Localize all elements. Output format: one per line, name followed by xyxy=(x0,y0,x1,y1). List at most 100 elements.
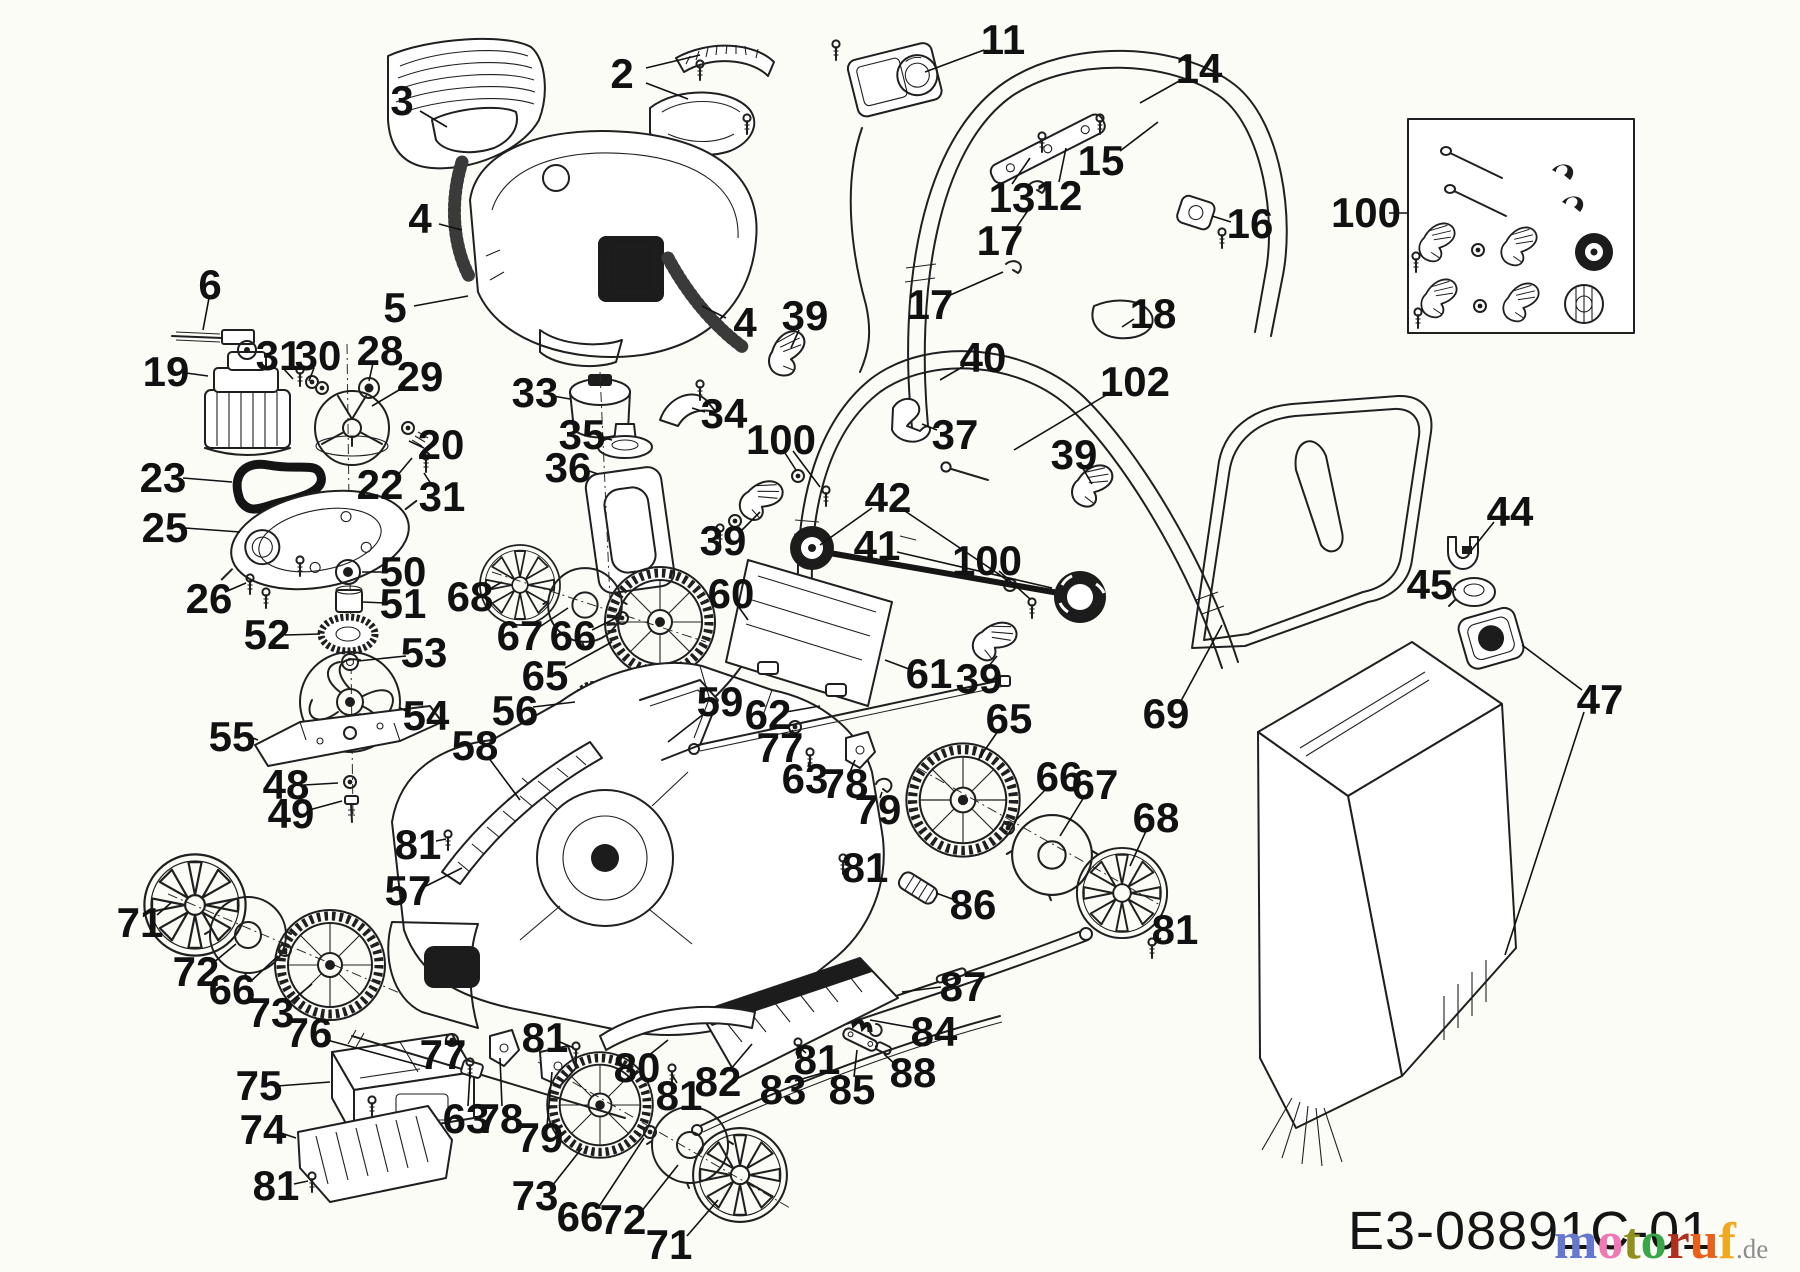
callout-65: 65 xyxy=(986,695,1033,742)
leader-line-55 xyxy=(249,736,259,741)
side-rail-58 xyxy=(441,741,603,885)
leader-line-2 xyxy=(645,82,689,100)
callout-26: 26 xyxy=(186,575,233,622)
cutting-blade xyxy=(254,705,443,767)
leader-line-85 xyxy=(853,1049,858,1078)
callout-13: 13 xyxy=(989,174,1036,221)
motor-washer xyxy=(315,381,329,395)
leader-line-62 xyxy=(785,705,821,713)
leader-line-11 xyxy=(924,49,985,73)
callout-69: 69 xyxy=(1143,690,1190,737)
callout-84: 84 xyxy=(911,1008,958,1055)
leader-line-82 xyxy=(729,1043,753,1071)
leader-line-42 xyxy=(819,507,873,546)
watermark-letter: u xyxy=(1689,1213,1719,1270)
wheel-disc-72 xyxy=(646,1106,734,1189)
nut-20 xyxy=(401,421,415,435)
leader-line-77 xyxy=(786,729,794,738)
callout-63: 63 xyxy=(782,755,829,802)
clip-44 xyxy=(1447,536,1479,570)
watermark-letter: o xyxy=(1640,1213,1667,1270)
cable-clamp-plate xyxy=(989,113,1106,185)
callout-67: 67 xyxy=(497,612,544,659)
leader-line-74 xyxy=(280,1132,297,1139)
callout-31: 31 xyxy=(256,332,303,379)
leader-line-86 xyxy=(935,892,956,901)
leader-line-22 xyxy=(395,457,413,478)
grass-bag-47 xyxy=(1257,641,1517,1167)
callout-39: 39 xyxy=(782,292,829,339)
leader-line-3 xyxy=(419,110,448,128)
leader-line-12 xyxy=(1058,147,1067,183)
hardware-kit-box xyxy=(1407,118,1635,334)
callout-55: 55 xyxy=(209,713,256,760)
leader-line-73 xyxy=(287,983,313,1005)
callout-39: 39 xyxy=(956,655,1003,702)
bag-window-47 xyxy=(1457,606,1525,670)
callout-102: 102 xyxy=(1100,358,1170,405)
leader-line-66 xyxy=(249,955,279,983)
leader-line-16 xyxy=(1211,215,1232,223)
callout-11: 11 xyxy=(981,16,1025,63)
mulch-insert-80 xyxy=(599,1005,756,1051)
bag-frame-69 xyxy=(1191,394,1433,649)
blade-bolt xyxy=(344,795,359,823)
callout-60: 60 xyxy=(708,570,755,617)
elbow-34 xyxy=(659,379,717,427)
quickfit-screw xyxy=(821,485,831,507)
screw-set-22 xyxy=(411,431,431,473)
leader-line-72 xyxy=(640,1164,679,1213)
callout-45: 45 xyxy=(1407,561,1454,608)
watermark-letter: t xyxy=(1623,1213,1641,1270)
callout-33: 33 xyxy=(512,369,559,416)
leader-line-61 xyxy=(884,659,910,670)
callout-66: 66 xyxy=(1036,753,1083,800)
leader-line-100 xyxy=(792,450,821,488)
callout-86: 86 xyxy=(950,881,997,928)
callout-54: 54 xyxy=(403,692,450,739)
spindle-nut-53 xyxy=(341,653,359,671)
callout-56: 56 xyxy=(492,687,539,734)
callout-44: 44 xyxy=(1487,488,1534,535)
upper-handlebar xyxy=(904,49,1288,429)
hood-cover xyxy=(387,37,546,170)
callout-49: 49 xyxy=(268,790,315,837)
callout-59: 59 xyxy=(697,678,744,725)
foam-strip-right xyxy=(661,251,751,355)
cable-clip xyxy=(1005,260,1022,274)
callout-81: 81 xyxy=(253,1162,300,1209)
leader-line-47 xyxy=(1521,644,1583,691)
callout-82: 82 xyxy=(695,1058,742,1105)
leader-line-81 xyxy=(672,1075,678,1084)
gearbox-plate xyxy=(220,489,418,609)
callout-61: 61 xyxy=(906,650,953,697)
spacer-51 xyxy=(335,585,363,613)
leader-line-17 xyxy=(947,271,1004,297)
cable-clip xyxy=(1029,180,1046,194)
callout-40: 40 xyxy=(960,334,1007,381)
callout-14: 14 xyxy=(1176,45,1223,92)
hinge-bracket-78 xyxy=(845,731,876,769)
switch-screw xyxy=(831,39,841,61)
leader-line-76 xyxy=(326,1039,431,1069)
electric-motor xyxy=(204,340,291,456)
lower-handlebar xyxy=(793,350,1239,669)
leader-line-73 xyxy=(551,1147,583,1187)
callout-19: 19 xyxy=(143,348,190,395)
callout-74: 74 xyxy=(240,1106,287,1153)
leader-line-14 xyxy=(1139,79,1182,104)
front-axle-axis xyxy=(491,571,707,643)
leader-line-75 xyxy=(276,1081,331,1087)
watermark-letter: f xyxy=(1718,1213,1736,1270)
bracket-78 xyxy=(489,1029,520,1067)
quickfit-screw xyxy=(1027,597,1037,619)
leader-line-31 xyxy=(423,472,434,488)
callout-25: 25 xyxy=(142,504,189,551)
callout-77: 77 xyxy=(420,1031,467,1078)
callout-81: 81 xyxy=(842,844,889,891)
leader-line-81 xyxy=(1153,937,1162,946)
callout-4: 4 xyxy=(733,299,757,346)
callout-3: 3 xyxy=(390,77,413,124)
